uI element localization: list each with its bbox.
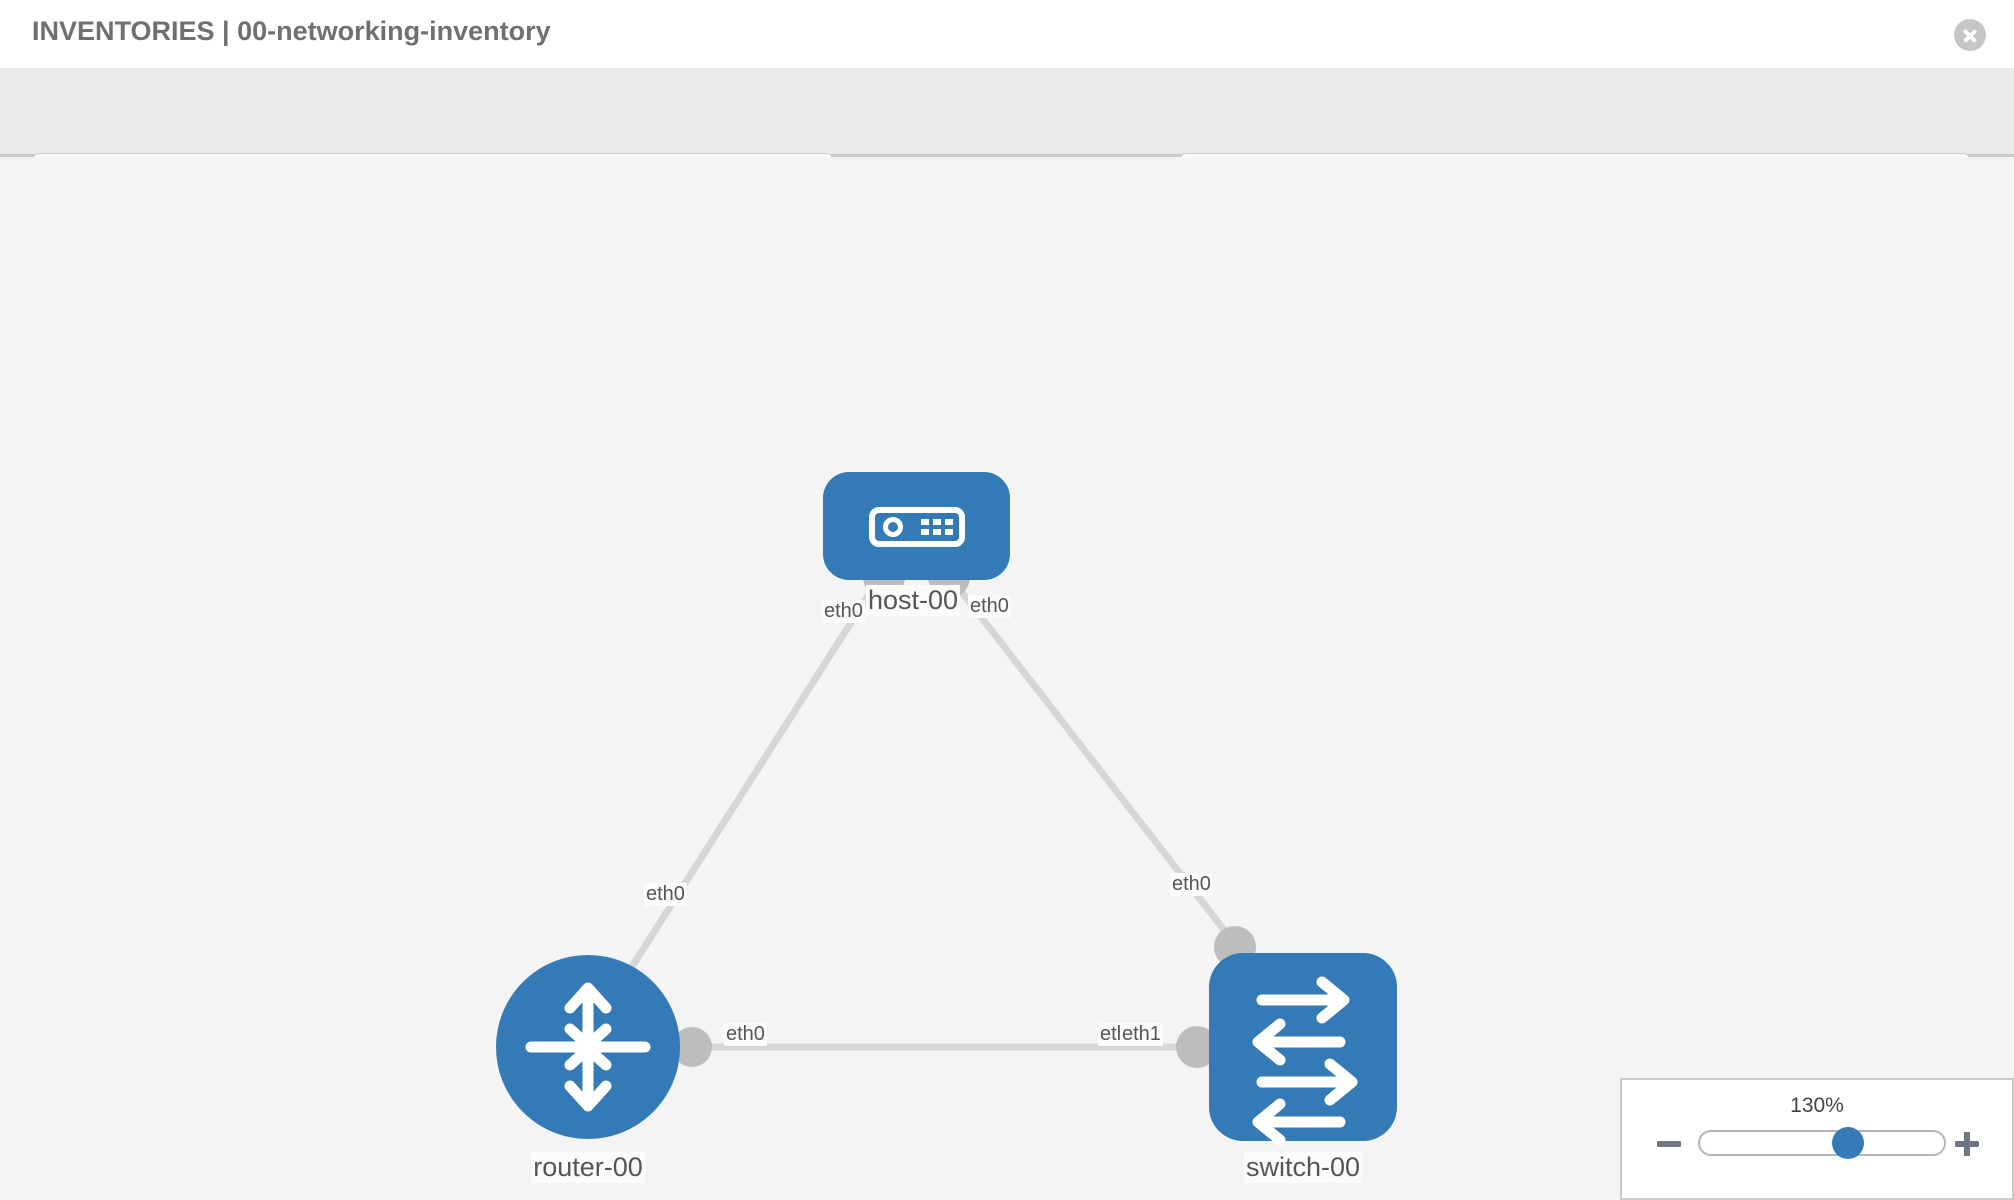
node-label-router-00: router-00 [531, 1152, 645, 1183]
topology-ports [672, 556, 1256, 1068]
node-host-00[interactable] [823, 472, 1010, 580]
port-circle-router00-right[interactable] [672, 1027, 712, 1067]
node-label-switch-00: switch-00 [1243, 1152, 1363, 1183]
zoom-slider-track[interactable] [1698, 1127, 1946, 1159]
port-circle-switch00-left[interactable] [1176, 1026, 1218, 1068]
zoom-out-button[interactable] [1654, 1128, 1684, 1158]
link-host00-switch00[interactable] [947, 574, 1248, 960]
port-label: eth0 [968, 595, 1011, 618]
router-arrows-icon [525, 982, 651, 1112]
topology-canvas[interactable]: eth0 eth0 eth0 eth0 eth0 eth eth1 host-0… [0, 157, 2014, 1200]
zoom-percent-label: 130% [1790, 1094, 1844, 1117]
port-label: eth0 [724, 1023, 767, 1046]
topology-svg [496, 472, 1397, 1146]
node-switch-00[interactable] [1209, 953, 1397, 1146]
zoom-control-panel: 130% [1620, 1078, 2014, 1200]
port-label: eth0 [1170, 873, 1213, 896]
link-host00-router00[interactable] [597, 575, 883, 1019]
zoom-slider-thumb[interactable] [1831, 1127, 1864, 1159]
toolbar: ACTIONS SEARCH [0, 68, 2014, 208]
topology-links [597, 574, 1255, 1051]
switch-arrows-icon [1252, 976, 1358, 1146]
zoom-in-button[interactable] [1952, 1128, 1982, 1158]
page-title: INVENTORIES | 00-networking-inventory [32, 16, 551, 46]
port-label: eth0 [644, 883, 687, 906]
server-icon [869, 507, 965, 547]
page-header: INVENTORIES | 00-networking-inventory [0, 0, 2014, 68]
node-label-host-00: host-00 [865, 585, 961, 616]
close-icon[interactable] [1954, 19, 1986, 51]
node-router-00[interactable] [496, 955, 680, 1139]
port-label: eth0 [822, 600, 865, 623]
port-label: eth1 [1120, 1023, 1163, 1046]
